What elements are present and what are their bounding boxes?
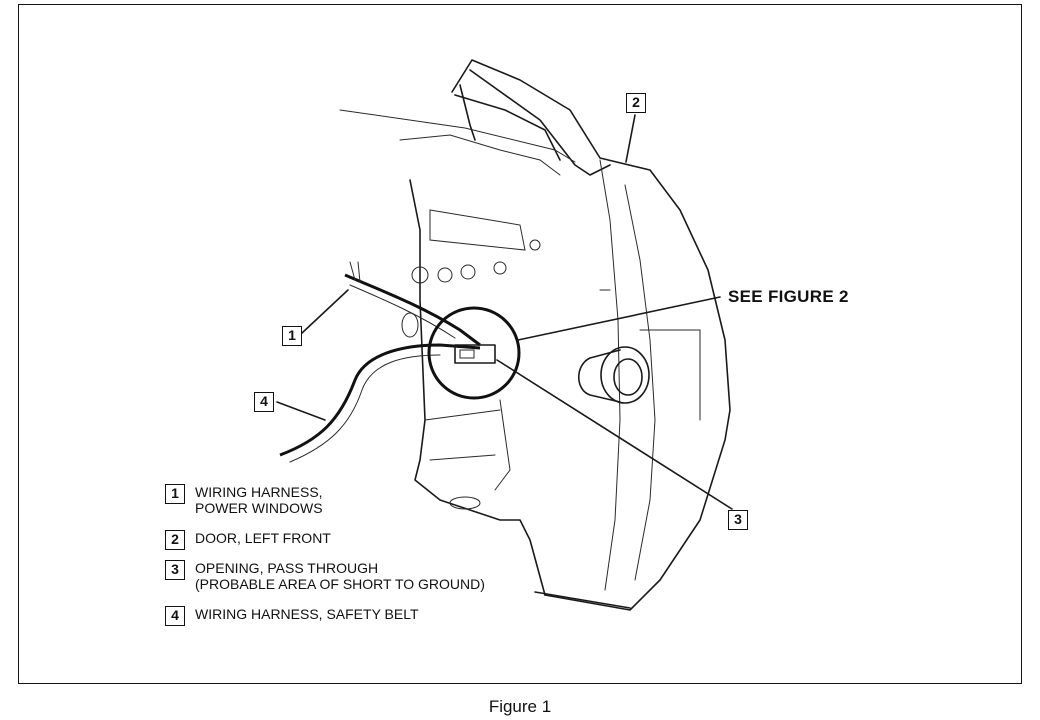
leader-3 xyxy=(496,359,733,510)
detail-circle xyxy=(427,306,521,400)
callout-1: 1 xyxy=(282,326,302,346)
callout-3: 3 xyxy=(728,510,748,530)
legend-number: 2 xyxy=(165,530,185,550)
harness-power-windows xyxy=(344,273,481,347)
legend-number: 3 xyxy=(165,560,185,580)
door-inner-edge xyxy=(469,69,611,176)
leader-4 xyxy=(276,401,326,421)
figure-caption: Figure 1 xyxy=(488,697,552,716)
callout-2: 2 xyxy=(626,93,646,113)
harness-safety-belt xyxy=(279,343,481,457)
window-frame xyxy=(454,94,561,161)
legend-text: WIRING HARNESS, xyxy=(195,484,323,500)
door-boss xyxy=(600,346,650,404)
legend-text: DOOR, LEFT FRONT xyxy=(195,530,331,546)
leader-2 xyxy=(625,114,636,163)
legend-number: 1 xyxy=(165,484,185,504)
legend-text: POWER WINDOWS xyxy=(195,500,323,516)
figure-frame xyxy=(18,4,1022,684)
legend-item-3: 3 OPENING, PASS THROUGH (PROBABLE AREA O… xyxy=(165,560,485,592)
legend-text: WIRING HARNESS, SAFETY BELT xyxy=(195,606,419,622)
legend-number: 4 xyxy=(165,606,185,626)
legend-item-2: 2 DOOR, LEFT FRONT xyxy=(165,530,485,550)
legend-text: OPENING, PASS THROUGH xyxy=(195,560,379,576)
legend: 1 WIRING HARNESS, POWER WINDOWS 2 DOOR, … xyxy=(165,484,485,631)
legend-item-4: 4 WIRING HARNESS, SAFETY BELT xyxy=(165,606,485,626)
door-outline xyxy=(451,59,731,611)
leader-see-figure-2 xyxy=(517,296,721,341)
connector xyxy=(454,344,496,364)
leader-legend-3 xyxy=(534,591,631,609)
legend-text: (PROBABLE AREA OF SHORT TO GROUND) xyxy=(195,576,485,592)
callout-4: 4 xyxy=(254,392,274,412)
see-figure-2-label: SEE FIGURE 2 xyxy=(728,287,849,306)
legend-item-1: 1 WIRING HARNESS, POWER WINDOWS xyxy=(165,484,485,516)
inner-panel xyxy=(409,179,546,596)
leader-1 xyxy=(301,289,349,334)
